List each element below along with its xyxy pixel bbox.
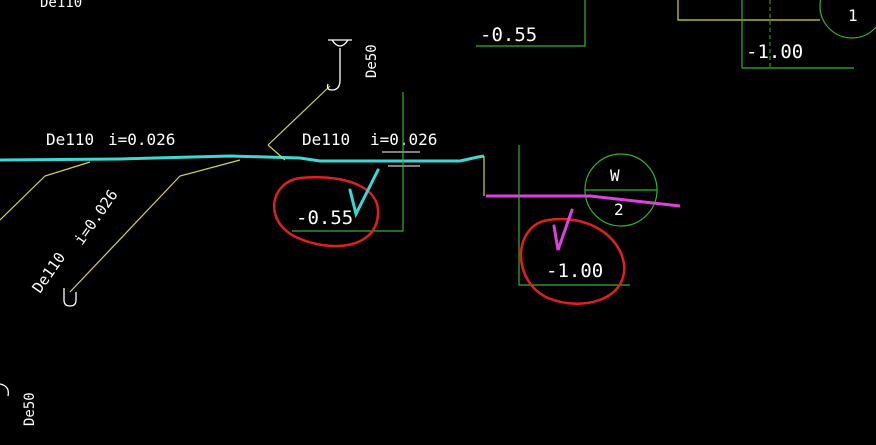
riser-tag-top-number: 1 <box>848 6 858 25</box>
branch-line-vent-foot <box>267 144 286 161</box>
level-bracket-top-a <box>476 0 586 47</box>
level-bracket-mid-a <box>292 92 404 232</box>
check-mark-icon <box>348 168 380 219</box>
riser-tag-w2 <box>584 153 658 227</box>
label-pipe-vent-top: De50 <box>364 44 380 78</box>
elevation-label-top-b: -1.00 <box>746 41 803 63</box>
level-bracket-mid-b <box>518 145 630 286</box>
label-slope-main-left: i=0.026 <box>108 130 175 149</box>
branch-line-vent <box>267 85 331 146</box>
riser-tag-top-circle <box>819 0 876 39</box>
label-pipe-main-mid: De110 <box>302 130 350 149</box>
pipe-waste-main <box>486 194 681 208</box>
pipe-drain-main <box>0 154 485 163</box>
branch-line-left <box>0 161 91 221</box>
branch-line-diagonal <box>69 159 241 293</box>
markup-circle-mid-b <box>519 217 626 305</box>
trap-icon <box>0 383 9 397</box>
label-pipe-vent-bottom: De50 <box>22 392 38 426</box>
guide-line-top-right <box>677 0 820 21</box>
label-pipe-top-left: De110 <box>40 0 82 11</box>
label-slope-branch: i=0.026 <box>71 186 122 248</box>
markup-circle-mid-a <box>272 176 380 248</box>
riser-tag-w: W <box>610 166 620 185</box>
label-slope-main-mid: i=0.026 <box>370 130 437 149</box>
elevation-label-mid-b: -1.00 <box>546 260 603 282</box>
elevation-label-mid-a: -0.55 <box>296 207 353 229</box>
trap-icon <box>63 288 77 307</box>
floor-drain-icon <box>326 39 352 91</box>
check-mark-icon <box>552 208 574 251</box>
elevation-label-top-a: -0.55 <box>480 24 537 46</box>
label-pipe-main-left: De110 <box>46 130 94 149</box>
riser-tag-number: 2 <box>614 200 624 219</box>
label-pipe-branch: De110 <box>29 249 70 296</box>
